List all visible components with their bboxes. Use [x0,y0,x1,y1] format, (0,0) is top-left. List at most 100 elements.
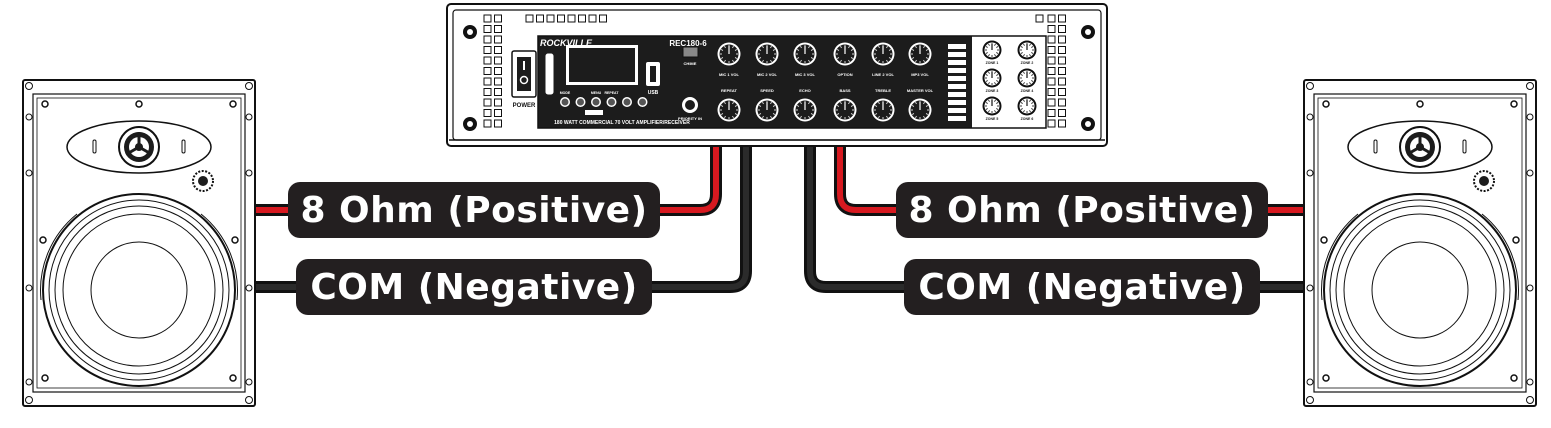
vent-hole [1047,67,1056,75]
player-button-label: REPEAT [605,91,620,95]
bottom-knob-grip [734,105,737,107]
zone-knob-grip [1031,108,1034,110]
vent-hole [483,88,492,96]
zone-knob-grip [988,82,990,85]
bottom-knob-grip [840,102,842,105]
top-knob-grip [875,49,878,51]
bottom-knob-label: TREBLE [875,88,891,93]
top-knob-label: MIC 1 VOL [719,72,740,77]
frame-side-hole [1526,169,1534,177]
vent-hole [1058,35,1066,44]
zone-knob-grip [1029,110,1031,113]
zone-knob-grip [1031,46,1034,48]
bottom-knob-grip [808,115,810,118]
bottom-knob-grip [762,115,764,118]
vent-hole [483,77,492,86]
power-label: POWER [513,103,536,109]
zone-knob-label: ZONE 3 [986,89,999,93]
zone-knob-grip [994,43,996,46]
frame-mount-hole [1306,82,1314,90]
vent-hole [494,109,502,117]
top-knob-grip [759,57,762,59]
left-positive-wire [255,146,719,213]
frame-side-hole [1526,284,1534,292]
priority-label: PRIORITY IN [678,116,702,121]
vent-hole [1058,56,1066,65]
vent-hole [1035,14,1044,23]
vent-hole [536,14,544,23]
zone-knob-grip [985,108,988,110]
bottom-knob-label: MASTER VOL [907,88,934,93]
top-knob-grip [770,46,772,49]
zone-knob-grip [1020,108,1023,110]
bottom-knob-grip [923,115,925,118]
zone-knob-grip [996,102,999,104]
vent-hole [483,67,492,75]
bezel-screw [135,100,143,108]
vent-hole [483,46,492,54]
vent-hole [1047,77,1056,86]
frame-side-hole [245,284,253,292]
top-knob-grip [772,57,775,59]
vent-hole [494,46,502,54]
level-meter-segment [948,52,966,57]
top-knob-grip [734,49,737,51]
woofer-surround-outer [42,193,236,387]
bottom-knob-grip [721,105,724,107]
woofer-grille-arc [40,213,78,301]
level-meter-segment [948,68,966,73]
bottom-knob-grip [724,102,726,105]
remote-sensor [585,110,603,115]
zone-knob-label: ZONE 4 [1021,89,1034,93]
vent-hole [567,14,576,23]
bottom-knob-grip [850,105,853,107]
rack-screw-center [1085,29,1091,35]
vent-hole [483,56,492,65]
bezel-screw [231,236,239,244]
right-positive-label: 8 Ohm (Positive) [896,182,1268,238]
top-knob-grip [886,46,888,49]
top-knob-grip [888,49,891,51]
frame-mount-hole [25,82,33,90]
frame-side-hole [245,378,253,386]
vent-hole [1058,88,1066,96]
frame-mount-hole [1306,396,1314,404]
zone-knob-grip [1023,54,1025,57]
bottom-knob-grip [772,105,775,107]
player-button-face [639,98,646,106]
bottom-knob-grip [915,102,917,105]
top-knob-grip [800,59,802,62]
vent-hole [494,14,502,23]
bottom-knob-grip [797,113,800,115]
frame-side-hole [25,113,33,121]
meter-panel [942,36,972,128]
zone-knob-grip [1020,74,1023,76]
brand-logo: ROCKVILLE [540,38,593,48]
vent-hole [483,98,492,107]
bottom-knob-grip [837,105,840,107]
vent-hole [1047,88,1056,96]
rack-screw-center [467,29,473,35]
vent-hole [588,14,597,23]
vent-hole [483,119,492,128]
top-knob-grip [840,46,842,49]
top-knob-grip [762,46,764,49]
woofer-grille-arc [200,213,238,301]
vent-hole [1058,98,1066,107]
left-negative-label: COM (Negative) [296,259,652,315]
zone-knob-grip [988,110,990,113]
zone-knob-grip [996,74,999,76]
vent-hole [1047,98,1056,107]
speaker-bezel [32,93,246,393]
woofer-grille-arc [1481,213,1519,301]
player-button-label: MODE [560,91,571,95]
power-rocker [517,57,531,91]
bezel-screw [1322,100,1330,108]
bottom-knob-grip [848,102,850,105]
chime-button [682,46,699,58]
zone-knob-grip [1029,71,1031,74]
bottom-knob-grip [732,115,734,118]
top-knob-grip [800,46,802,49]
